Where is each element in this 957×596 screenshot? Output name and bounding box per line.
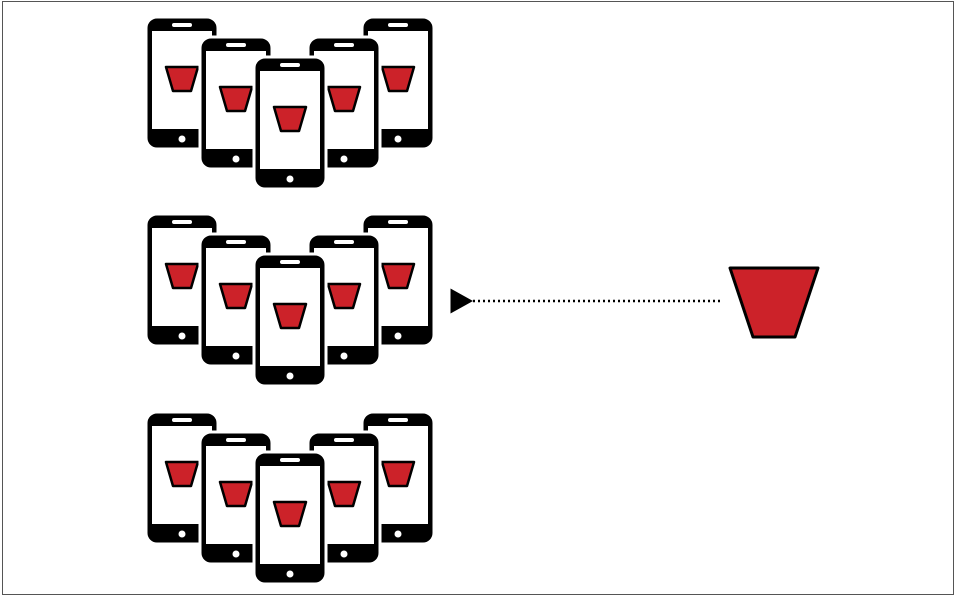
bucket-icon [218,480,254,508]
bucket-icon [380,262,416,290]
bucket-icon [326,480,362,508]
phone [252,55,328,191]
bucket-icon [272,500,308,528]
phone-groups [144,15,436,586]
bucket-icon [164,65,200,93]
bucket-icon [164,460,200,488]
phone [252,450,328,586]
bucket-icon [326,85,362,113]
bucket-icon [728,266,820,339]
phone-group-1 [144,15,436,191]
bucket-icon [380,460,416,488]
phone-group-3 [144,410,436,586]
bucket-icon [380,65,416,93]
phone [252,252,328,388]
bucket-icon [272,105,308,133]
phone-group-2 [144,212,436,388]
bucket-icon [218,282,254,310]
bucket-icon [218,85,254,113]
bucket-icon [164,262,200,290]
bucket-icon [272,302,308,330]
bucket-icon [326,282,362,310]
